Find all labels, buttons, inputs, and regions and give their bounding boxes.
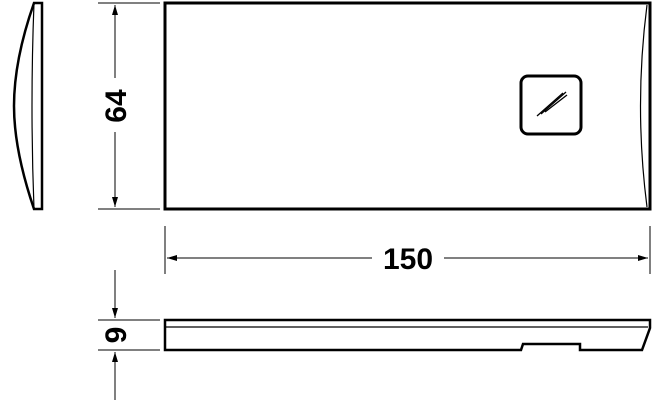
side-profile-view [12, 1, 44, 211]
sensor-switch-icon [519, 74, 583, 136]
dimension-thickness [98, 270, 160, 400]
dimension-length [164, 226, 651, 274]
dimension-thickness-label: 9 [100, 327, 133, 344]
edge-view [163, 318, 652, 352]
dimension-length-label: 150 [383, 243, 433, 276]
dimension-height [98, 2, 160, 210]
top-view [163, 1, 652, 211]
dimension-height-label: 64 [100, 89, 133, 123]
